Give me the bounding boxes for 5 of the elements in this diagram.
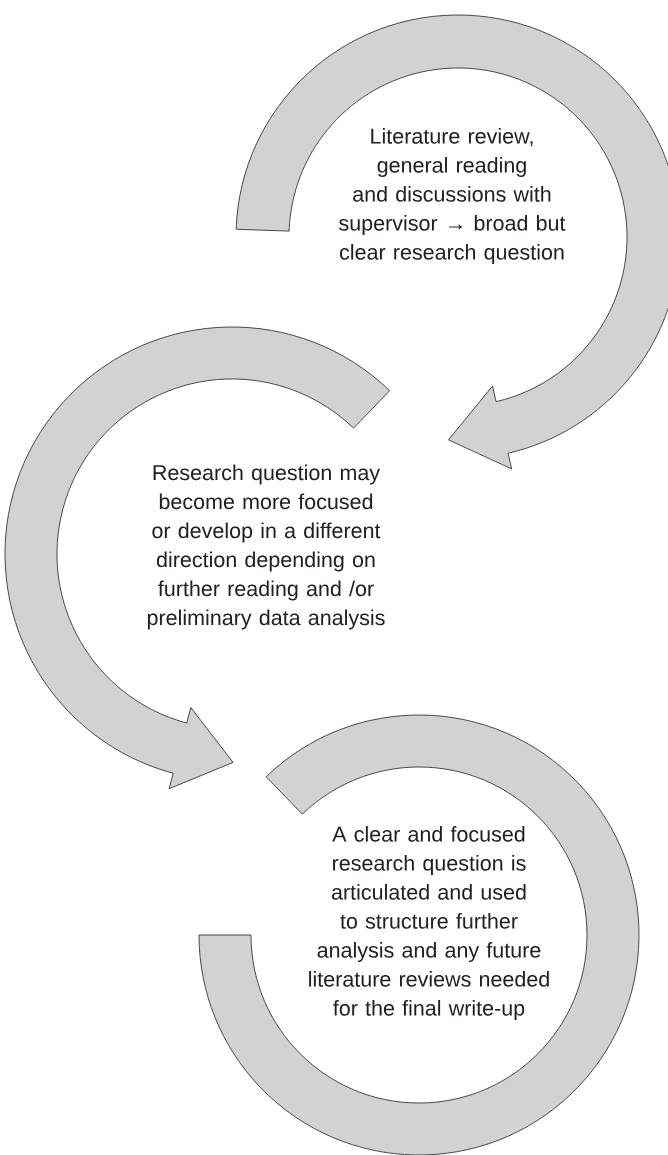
curved-arrow — [235, 14, 668, 470]
curved-arrow — [4, 326, 391, 790]
step-text: Research question may become more focused or develop in a different direction depending on further reading and /or preliminary data analysis — [147, 464, 385, 630]
step-text: Literature review, general reading and discussions with supervisor → broad but clear research question — [339, 128, 566, 265]
step-text: A clear and focused research question is articulated and used to structure further analysis and any future literature reviews needed for the final write-up — [309, 826, 549, 1021]
